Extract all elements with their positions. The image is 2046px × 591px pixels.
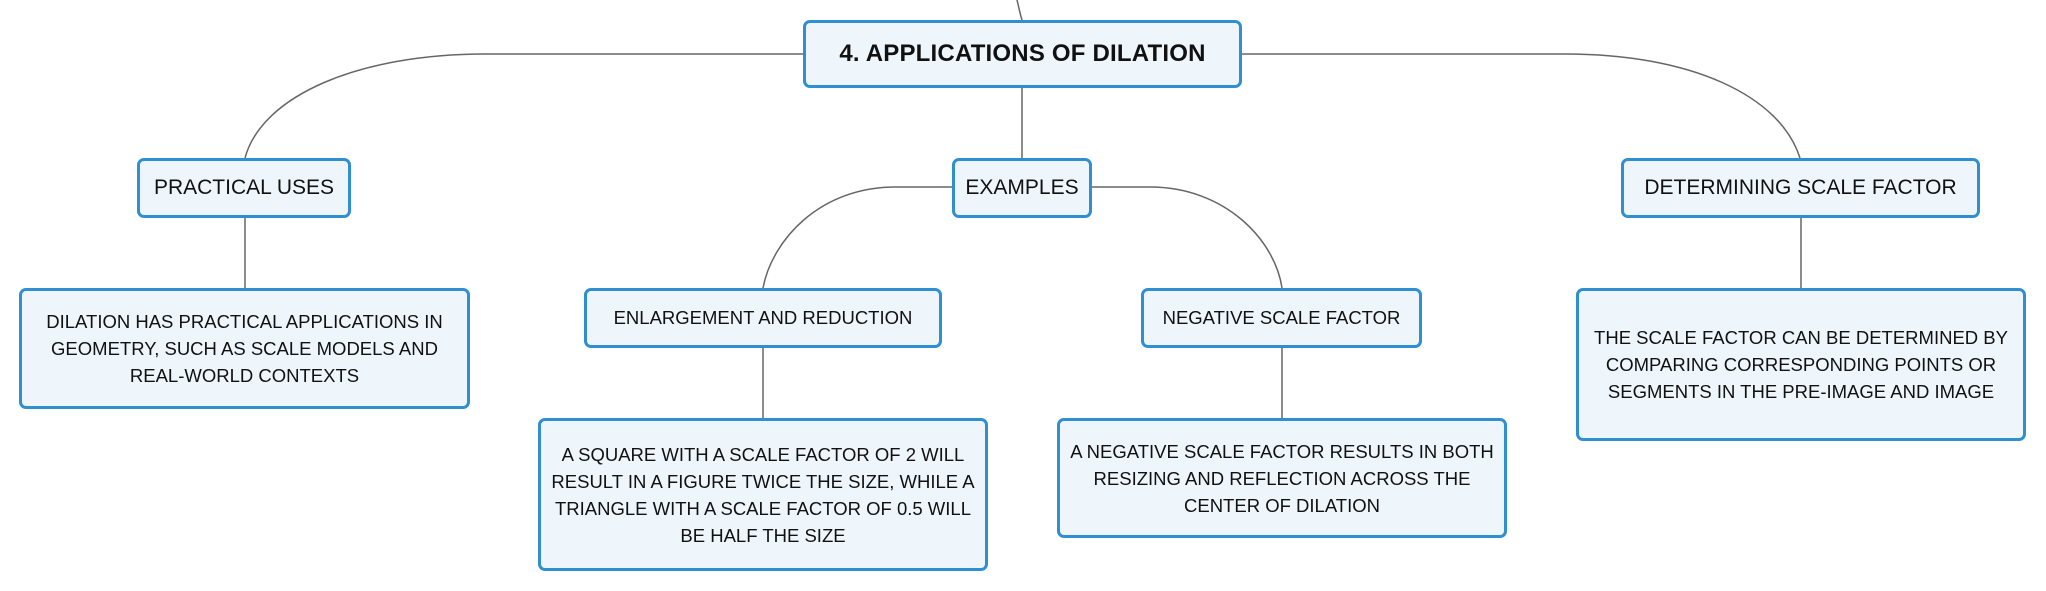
topic-label: DETERMINING SCALE FACTOR (1644, 176, 1957, 199)
detail-determining-scale-factor[interactable]: THE SCALE FACTOR CAN BE DETERMINED BY CO… (1576, 288, 2026, 441)
connector-parent-to-root (1016, 0, 1023, 21)
detail-text: A SQUARE WITH A SCALE FACTOR OF 2 WILL R… (551, 443, 975, 546)
connector-examples-to-enlargement (762, 186, 953, 289)
connector-examples-to-negative (1092, 186, 1283, 289)
connector-root-to-determining (1242, 53, 1801, 159)
subtopic-label: ENLARGEMENT AND REDUCTION (613, 307, 913, 328)
topic-label: PRACTICAL USES (153, 176, 335, 199)
detail-negative-scale-factor[interactable]: A NEGATIVE SCALE FACTOR RESULTS IN BOTH … (1057, 418, 1507, 538)
topic-determining-scale-factor[interactable]: DETERMINING SCALE FACTOR (1621, 158, 1980, 218)
detail-practical-uses[interactable]: DILATION HAS PRACTICAL APPLICATIONS IN G… (19, 288, 470, 409)
detail-text: THE SCALE FACTOR CAN BE DETERMINED BY CO… (1594, 327, 2008, 402)
detail-text: DILATION HAS PRACTICAL APPLICATIONS IN G… (46, 311, 443, 386)
subtopic-enlargement-and-reduction[interactable]: ENLARGEMENT AND REDUCTION (584, 288, 942, 348)
detail-enlargement-and-reduction[interactable]: A SQUARE WITH A SCALE FACTOR OF 2 WILL R… (538, 418, 988, 571)
detail-text: A NEGATIVE SCALE FACTOR RESULTS IN BOTH … (1070, 440, 1494, 516)
topic-practical-uses[interactable]: PRACTICAL USES (137, 158, 351, 218)
root-topic-node[interactable]: 4. APPLICATIONS OF DILATION (803, 20, 1242, 88)
topic-label: EXAMPLES (965, 176, 1079, 199)
connector-root-to-practical-uses (244, 53, 805, 159)
subtopic-negative-scale-factor[interactable]: NEGATIVE SCALE FACTOR (1141, 288, 1422, 348)
root-topic-label: 4. APPLICATIONS OF DILATION (839, 40, 1206, 67)
topic-examples[interactable]: EXAMPLES (952, 158, 1092, 218)
subtopic-label: NEGATIVE SCALE FACTOR (1162, 307, 1401, 328)
